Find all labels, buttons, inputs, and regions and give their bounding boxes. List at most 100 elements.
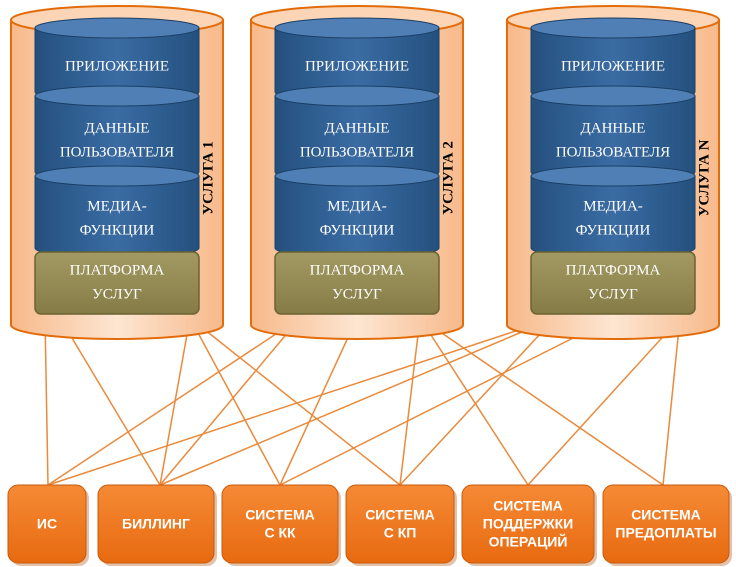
layer-label-line: ПРИЛОЖЕНИЕ — [305, 58, 409, 74]
layer-label: ПРИЛОЖЕНИЕ — [305, 58, 409, 74]
layer-media: МЕДИА-ФУНКЦИИ — [274, 165, 440, 259]
platform-label-line: УСЛУГ — [332, 286, 382, 302]
layer-top — [274, 165, 440, 187]
system-box-label: БИЛЛИНГ — [122, 516, 190, 532]
layer-label: МЕДИА-ФУНКЦИИ — [576, 198, 651, 238]
system-box[interactable]: ИС — [7, 484, 89, 566]
layer-label-line: МЕДИА- — [583, 198, 642, 214]
connector-lines — [44, 317, 681, 486]
platform-label-line: УСЛУГ — [588, 286, 638, 302]
connector-line — [44, 317, 49, 486]
system-box[interactable]: БИЛЛИНГ — [97, 484, 217, 566]
layer-label-line: ДАННЫЕ — [581, 120, 646, 136]
system-box-label-line: ИС — [37, 516, 57, 532]
layer-label: ПРИЛОЖЕНИЕ — [65, 58, 169, 74]
layer-media: МЕДИА-ФУНКЦИИ — [34, 165, 200, 259]
platform-label-line: УСЛУГ — [92, 286, 142, 302]
system-box[interactable]: СИСТЕМА С КК — [221, 484, 341, 566]
layer-top — [530, 17, 696, 39]
platform-label-line: ПЛАТФОРМА — [70, 262, 165, 278]
layer-top — [274, 85, 440, 107]
layer-label-line: ПОЛЬЗОВАТЕЛЯ — [60, 144, 174, 160]
layer-app: ПРИЛОЖЕНИЕ — [530, 17, 696, 103]
layer-top — [530, 165, 696, 187]
platform-block: ПЛАТФОРМА УСЛУГ — [274, 251, 440, 315]
layer-label: ПРИЛОЖЕНИЕ — [561, 58, 665, 74]
connector-line — [662, 317, 681, 486]
connector-line — [159, 317, 556, 486]
system-box-rect — [7, 484, 87, 564]
layer-body — [530, 175, 696, 259]
system-box-label-line: СИСТЕМА — [631, 507, 701, 523]
service-label: УСЛУГА N — [696, 139, 712, 216]
connector-line — [279, 317, 614, 486]
layer-top — [530, 85, 696, 107]
connector-line — [189, 317, 401, 486]
layer-label-line: МЕДИА- — [87, 198, 146, 214]
system-box[interactable]: СИСТЕМА ПРЕДОПЛАТЫ — [602, 484, 732, 566]
system-box-label-line: ПРЕДОПЛАТЫ — [615, 525, 716, 541]
system-box[interactable]: СИСТЕМА С КП — [345, 484, 457, 566]
layer-label-line: ФУНКЦИИ — [320, 222, 395, 238]
system-box-rect — [602, 484, 730, 564]
platform-label-line: ПЛАТФОРМА — [310, 262, 405, 278]
connector-line — [399, 317, 421, 486]
system-box-label-line: СИСТЕМА — [245, 507, 315, 523]
layer-label-line: ДАННЫЕ — [85, 120, 150, 136]
layer-media: МЕДИА-ФУНКЦИИ — [530, 165, 696, 259]
service-cylinder: ПРИЛОЖЕНИЕ ДАННЫЕ ПОЛЬЗОВАТЕЛЯ МЕДИА-ФУНКЦИ… — [10, 5, 224, 340]
connector-line — [47, 317, 556, 486]
system-box-rect — [461, 484, 595, 564]
service-label: УСЛУГА 1 — [200, 141, 216, 215]
connector-line — [399, 317, 556, 486]
platform-label: ПЛАТФОРМА УСЛУГ — [70, 262, 165, 302]
system-box-label-line: СИСТЕМА — [493, 498, 563, 514]
system-box-label: СИСТЕМА С КК — [245, 507, 315, 541]
system-box-label-line: С КП — [384, 525, 417, 541]
connector-line — [419, 317, 664, 486]
layer-app: ПРИЛОЖЕНИЕ — [34, 17, 200, 103]
layer-label: ДАННЫЕ ПОЛЬЗОВАТЕЛЯ — [60, 120, 174, 160]
platform-rect — [530, 251, 696, 315]
connector-line — [159, 317, 301, 486]
system-box-label-line: БИЛЛИНГ — [122, 516, 190, 532]
connector-line — [527, 317, 681, 486]
connector-line — [279, 317, 358, 486]
system-box-rect — [221, 484, 339, 564]
layer-label-line: ПОЛЬЗОВАТЕЛЯ — [300, 144, 414, 160]
layer-label: МЕДИА-ФУНКЦИИ — [80, 198, 155, 238]
layer-top — [274, 17, 440, 39]
system-box-label: СИСТЕМА ПРЕДОПЛАТЫ — [615, 507, 716, 541]
layer-body — [34, 175, 200, 259]
connector-line — [59, 317, 161, 486]
connector-line — [47, 317, 301, 486]
system-box-label-line: ПОДДЕРЖКИ — [483, 516, 573, 532]
layer-body — [274, 175, 440, 259]
layer-top — [34, 165, 200, 187]
layer-top — [34, 17, 200, 39]
system-box-rect — [345, 484, 455, 564]
connector-line — [419, 317, 529, 486]
layer-label-line: ПРИЛОЖЕНИЕ — [65, 58, 169, 74]
platform-block: ПЛАТФОРМА УСЛУГ — [34, 251, 200, 315]
service-label: УСЛУГА 2 — [440, 141, 456, 215]
system-box-label-line: С КК — [264, 525, 296, 541]
layer-top — [34, 85, 200, 107]
platform-label: ПЛАТФОРМА УСЛУГ — [310, 262, 405, 302]
connector-line — [189, 317, 281, 486]
system-box-label-line: СИСТЕМА — [365, 507, 435, 523]
system-box-label: СИСТЕМА С КП — [365, 507, 435, 541]
system-box-label: ИС — [37, 516, 57, 532]
system-box-label-line: ОПЕРАЦИЙ — [489, 533, 568, 550]
platform-rect — [34, 251, 200, 315]
platform-rect — [274, 251, 440, 315]
